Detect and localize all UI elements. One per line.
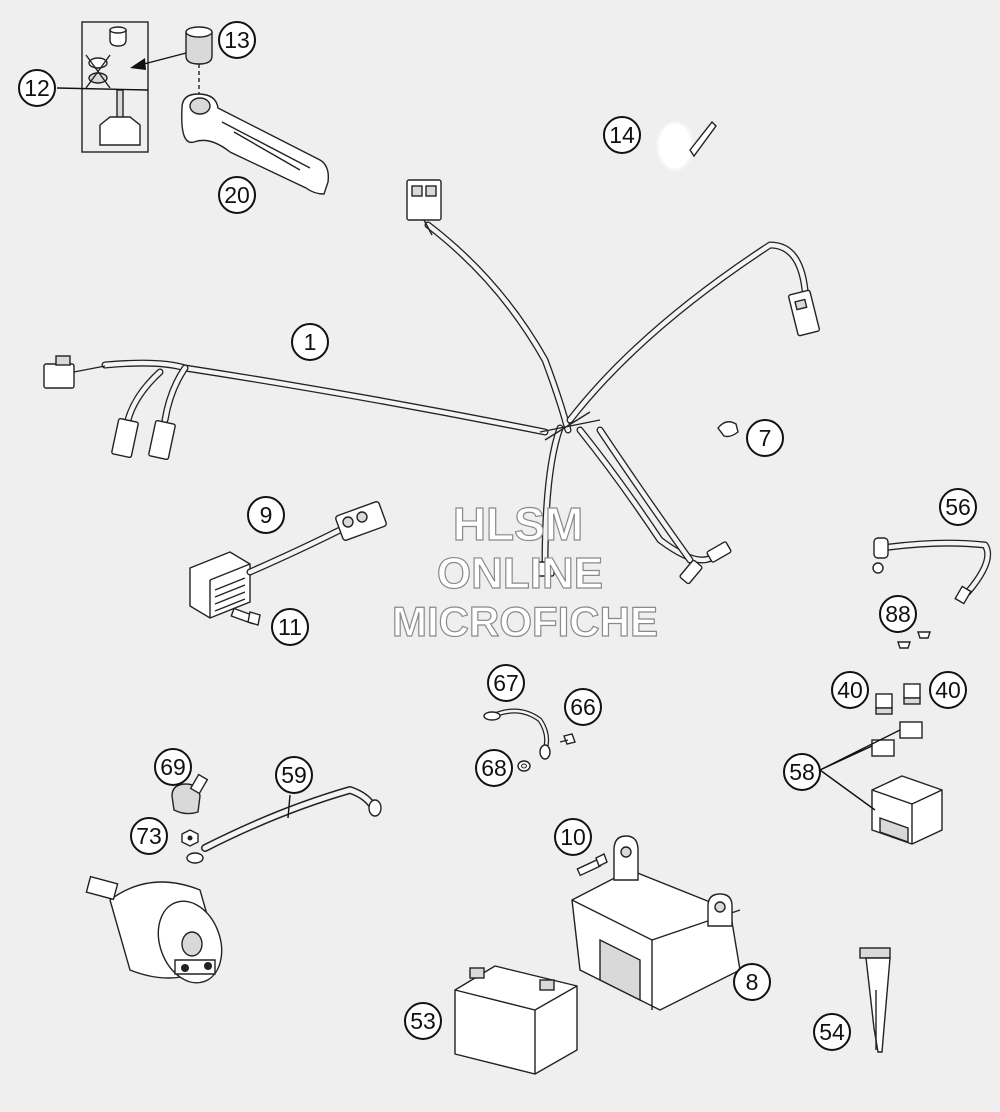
watermark: HLSM ONLINE MICROFICHE: [391, 497, 658, 645]
callout-label: 53: [410, 1008, 436, 1034]
callout-label: 69: [160, 754, 186, 780]
callout-label: 88: [885, 601, 911, 627]
harness-connector-spade-b: [148, 419, 176, 461]
callout-66[interactable]: 66: [564, 688, 602, 726]
callout-7[interactable]: 7: [746, 419, 784, 457]
harness-terminal-c: [535, 561, 555, 577]
handlebar-switch-bracket[interactable]: [181, 93, 330, 195]
harness-clip[interactable]: [717, 421, 739, 438]
callout-67[interactable]: 67: [487, 664, 525, 702]
fuse-puller[interactable]: [859, 947, 891, 1053]
terminal-boot[interactable]: [171, 773, 209, 815]
ground-lead[interactable]: [483, 708, 551, 760]
harness-connector-top: [406, 179, 442, 236]
callout-label: 59: [281, 762, 307, 788]
watermark-line-3: MICROFICHE: [392, 598, 658, 645]
starter-cable[interactable]: [186, 786, 382, 864]
ground-screw[interactable]: [559, 733, 576, 745]
washer[interactable]: [517, 760, 531, 772]
callout-88[interactable]: 88: [879, 595, 917, 633]
callout-54[interactable]: 54: [813, 1013, 851, 1051]
watermark-line-2: ONLINE: [437, 549, 603, 598]
callout-label: 8: [746, 969, 759, 995]
callout-label: 40: [837, 677, 863, 703]
callout-56[interactable]: 56: [939, 488, 977, 526]
nut[interactable]: [181, 829, 199, 847]
callout-label: 1: [304, 329, 317, 355]
callout-13[interactable]: 13: [218, 21, 256, 59]
callout-label: 9: [260, 502, 273, 528]
callout-label: 73: [136, 823, 162, 849]
arrow-icon: [130, 51, 191, 70]
callout-label: 40: [935, 677, 961, 703]
watermark-line-1: HLSM: [453, 498, 583, 550]
callout-12[interactable]: 12: [18, 69, 56, 107]
callout-58[interactable]: 58: [783, 753, 821, 791]
cable-tie[interactable]: [655, 120, 717, 172]
callout-10[interactable]: 10: [554, 818, 592, 856]
callout-label: 54: [819, 1019, 845, 1045]
fuse-a[interactable]: [875, 693, 893, 715]
callout-8[interactable]: 8: [733, 963, 771, 1001]
callout-label: 7: [759, 425, 772, 451]
callout-label: 13: [224, 27, 250, 53]
callout-label: 20: [224, 182, 250, 208]
callout-label: 10: [560, 824, 586, 850]
callout-68[interactable]: 68: [475, 749, 513, 787]
ground-cable[interactable]: [872, 537, 992, 605]
callout-label: 14: [609, 122, 635, 148]
callout-label: 12: [24, 75, 50, 101]
callout-40-right[interactable]: 40: [929, 671, 967, 709]
callout-label: 68: [481, 755, 507, 781]
harness-connector-left: [43, 355, 106, 389]
callout-20[interactable]: 20: [218, 176, 256, 214]
callout-label: 58: [789, 759, 815, 785]
harness-connector-spade-a: [111, 417, 139, 459]
switch-kit-box[interactable]: [56, 21, 149, 153]
fuse-b[interactable]: [903, 683, 921, 705]
fuse-box-screws[interactable]: [897, 631, 931, 649]
switch-cap[interactable]: [185, 26, 213, 95]
battery[interactable]: [454, 965, 578, 1075]
battery-box-screw[interactable]: [576, 853, 608, 877]
harness-terminal-b: [679, 559, 703, 585]
starter-relay[interactable]: [819, 721, 943, 845]
main-wiring-harness[interactable]: [101, 221, 809, 569]
callout-73[interactable]: 73: [130, 817, 168, 855]
callout-9[interactable]: 9: [247, 496, 285, 534]
starter-motor[interactable]: [85, 875, 232, 992]
callout-1[interactable]: 1: [291, 323, 329, 361]
callout-59[interactable]: 59: [275, 756, 313, 794]
callout-53[interactable]: 53: [404, 1002, 442, 1040]
callout-14[interactable]: 14: [603, 116, 641, 154]
regulator-connector: [335, 501, 387, 541]
callout-label: 11: [278, 614, 302, 640]
callout-11[interactable]: 11: [271, 608, 309, 646]
battery-holder[interactable]: [571, 835, 741, 1011]
screw[interactable]: [230, 607, 261, 626]
callout-label: 67: [493, 670, 519, 696]
callout-40-left[interactable]: 40: [831, 671, 869, 709]
harness-connector-right: [787, 289, 821, 337]
harness-terminal-a: [706, 541, 732, 563]
voltage-regulator[interactable]: [189, 526, 344, 619]
callout-69[interactable]: 69: [154, 748, 192, 786]
callout-label: 56: [945, 494, 971, 520]
callout-label: 66: [570, 694, 596, 720]
